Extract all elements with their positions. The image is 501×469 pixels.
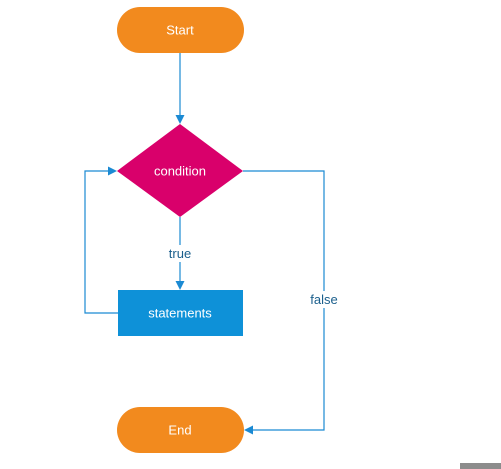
condition-node: condition — [117, 124, 243, 217]
edge-start-to-condition-arrowhead — [175, 115, 185, 124]
corner-scroll-mark — [460, 463, 501, 469]
end-node-label: End — [168, 423, 191, 438]
start-node-shape — [117, 7, 244, 53]
edge-statements-loop-back — [84, 170, 118, 314]
connectors — [84, 53, 325, 435]
edge-loop-back-arrowhead — [108, 166, 117, 176]
edge-condition-to-end-arrowhead — [244, 425, 253, 435]
statements-node: statements — [118, 290, 243, 336]
start-node-label: Start — [166, 23, 194, 38]
condition-node-shape — [117, 124, 243, 217]
statements-node-label: statements — [148, 306, 212, 321]
end-node-shape — [117, 407, 244, 453]
true-label-backing — [164, 245, 196, 262]
false-label-backing — [306, 291, 342, 308]
start-node: Start — [117, 7, 244, 53]
condition-node-label: condition — [154, 164, 206, 179]
statements-node-shape — [118, 290, 243, 336]
true-edge-label: true — [169, 246, 191, 261]
edge-condition-to-statements-arrowhead — [175, 281, 185, 290]
false-edge-label: false — [310, 292, 337, 307]
end-node: End — [117, 407, 244, 453]
